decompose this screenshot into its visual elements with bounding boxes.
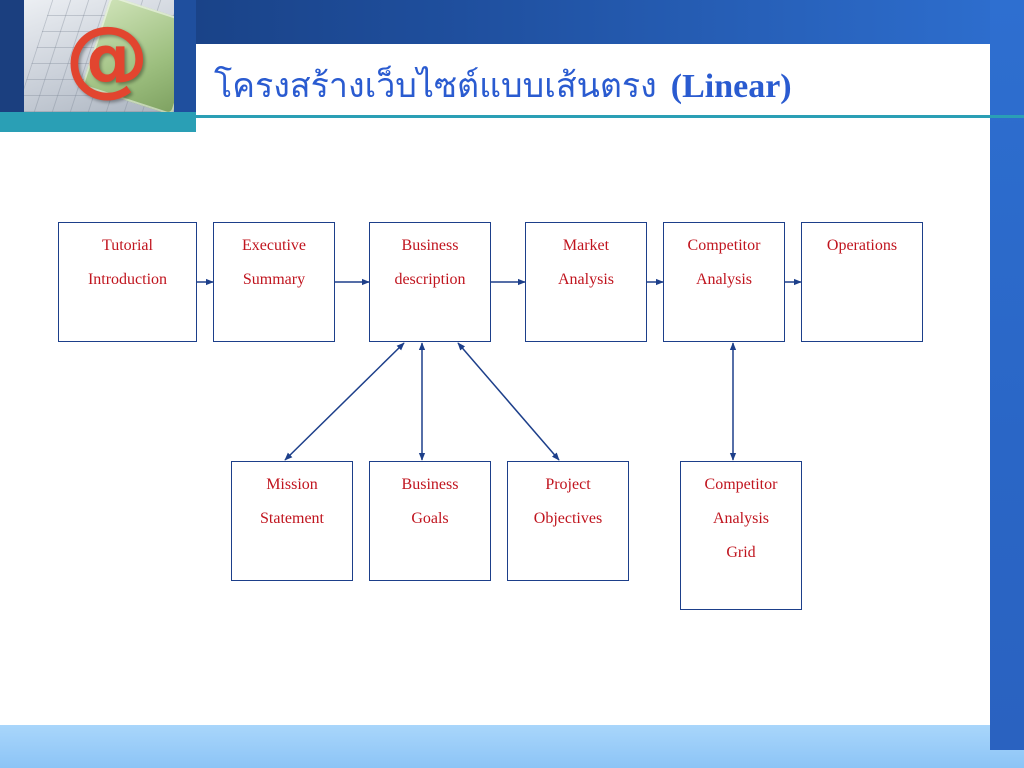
node-grid-label: Competitor bbox=[704, 476, 778, 493]
node-operations-label: Operations bbox=[826, 237, 898, 254]
node-goals-label: Goals bbox=[411, 510, 449, 527]
right-side-band bbox=[990, 0, 1024, 750]
node-business-label: description bbox=[394, 271, 466, 288]
email-at-logo-icon: @ bbox=[65, 8, 149, 106]
node-business-label: Business bbox=[401, 237, 459, 254]
edge-business-mission bbox=[284, 342, 405, 461]
page-title: โครงสร้างเว็บไซต์แบบเส้นตรง (Linear) bbox=[214, 58, 792, 114]
node-objectives-label: Project bbox=[545, 476, 591, 493]
node-market-label: Market bbox=[562, 237, 610, 254]
node-competitor-label: Analysis bbox=[696, 271, 752, 288]
node-executive-label: Executive bbox=[242, 237, 306, 254]
page-title-english: (Linear) bbox=[670, 68, 792, 105]
accent-bar bbox=[0, 112, 196, 132]
node-competitor-label: Competitor bbox=[687, 237, 761, 254]
node-tutorial-label: Introduction bbox=[87, 271, 168, 288]
node-mission-label: Mission bbox=[266, 476, 318, 493]
logo-left-bar bbox=[0, 0, 24, 112]
bottom-footer-band bbox=[0, 725, 1024, 768]
node-business: Business description bbox=[369, 222, 491, 342]
node-objectives-label: Objectives bbox=[533, 510, 603, 527]
page-title-thai: โครงสร้างเว็บไซต์แบบเส้นตรง bbox=[214, 66, 657, 106]
node-mission-label: Statement bbox=[260, 510, 324, 527]
node-tutorial-label: Tutorial bbox=[102, 237, 153, 254]
bottom-right-corner bbox=[990, 725, 1024, 750]
node-grid-label: Analysis bbox=[713, 510, 769, 527]
node-operations: Operations bbox=[801, 222, 923, 342]
logo-right-bar bbox=[174, 0, 196, 112]
logo-image: @ bbox=[24, 0, 174, 112]
node-grid-label: Grid bbox=[726, 544, 756, 561]
title-underline bbox=[196, 115, 1024, 118]
node-executive-label: Summary bbox=[242, 271, 306, 288]
node-market-label: Analysis bbox=[558, 271, 614, 288]
node-goals-label: Business bbox=[401, 476, 459, 493]
edge-business-objectives bbox=[457, 342, 560, 461]
